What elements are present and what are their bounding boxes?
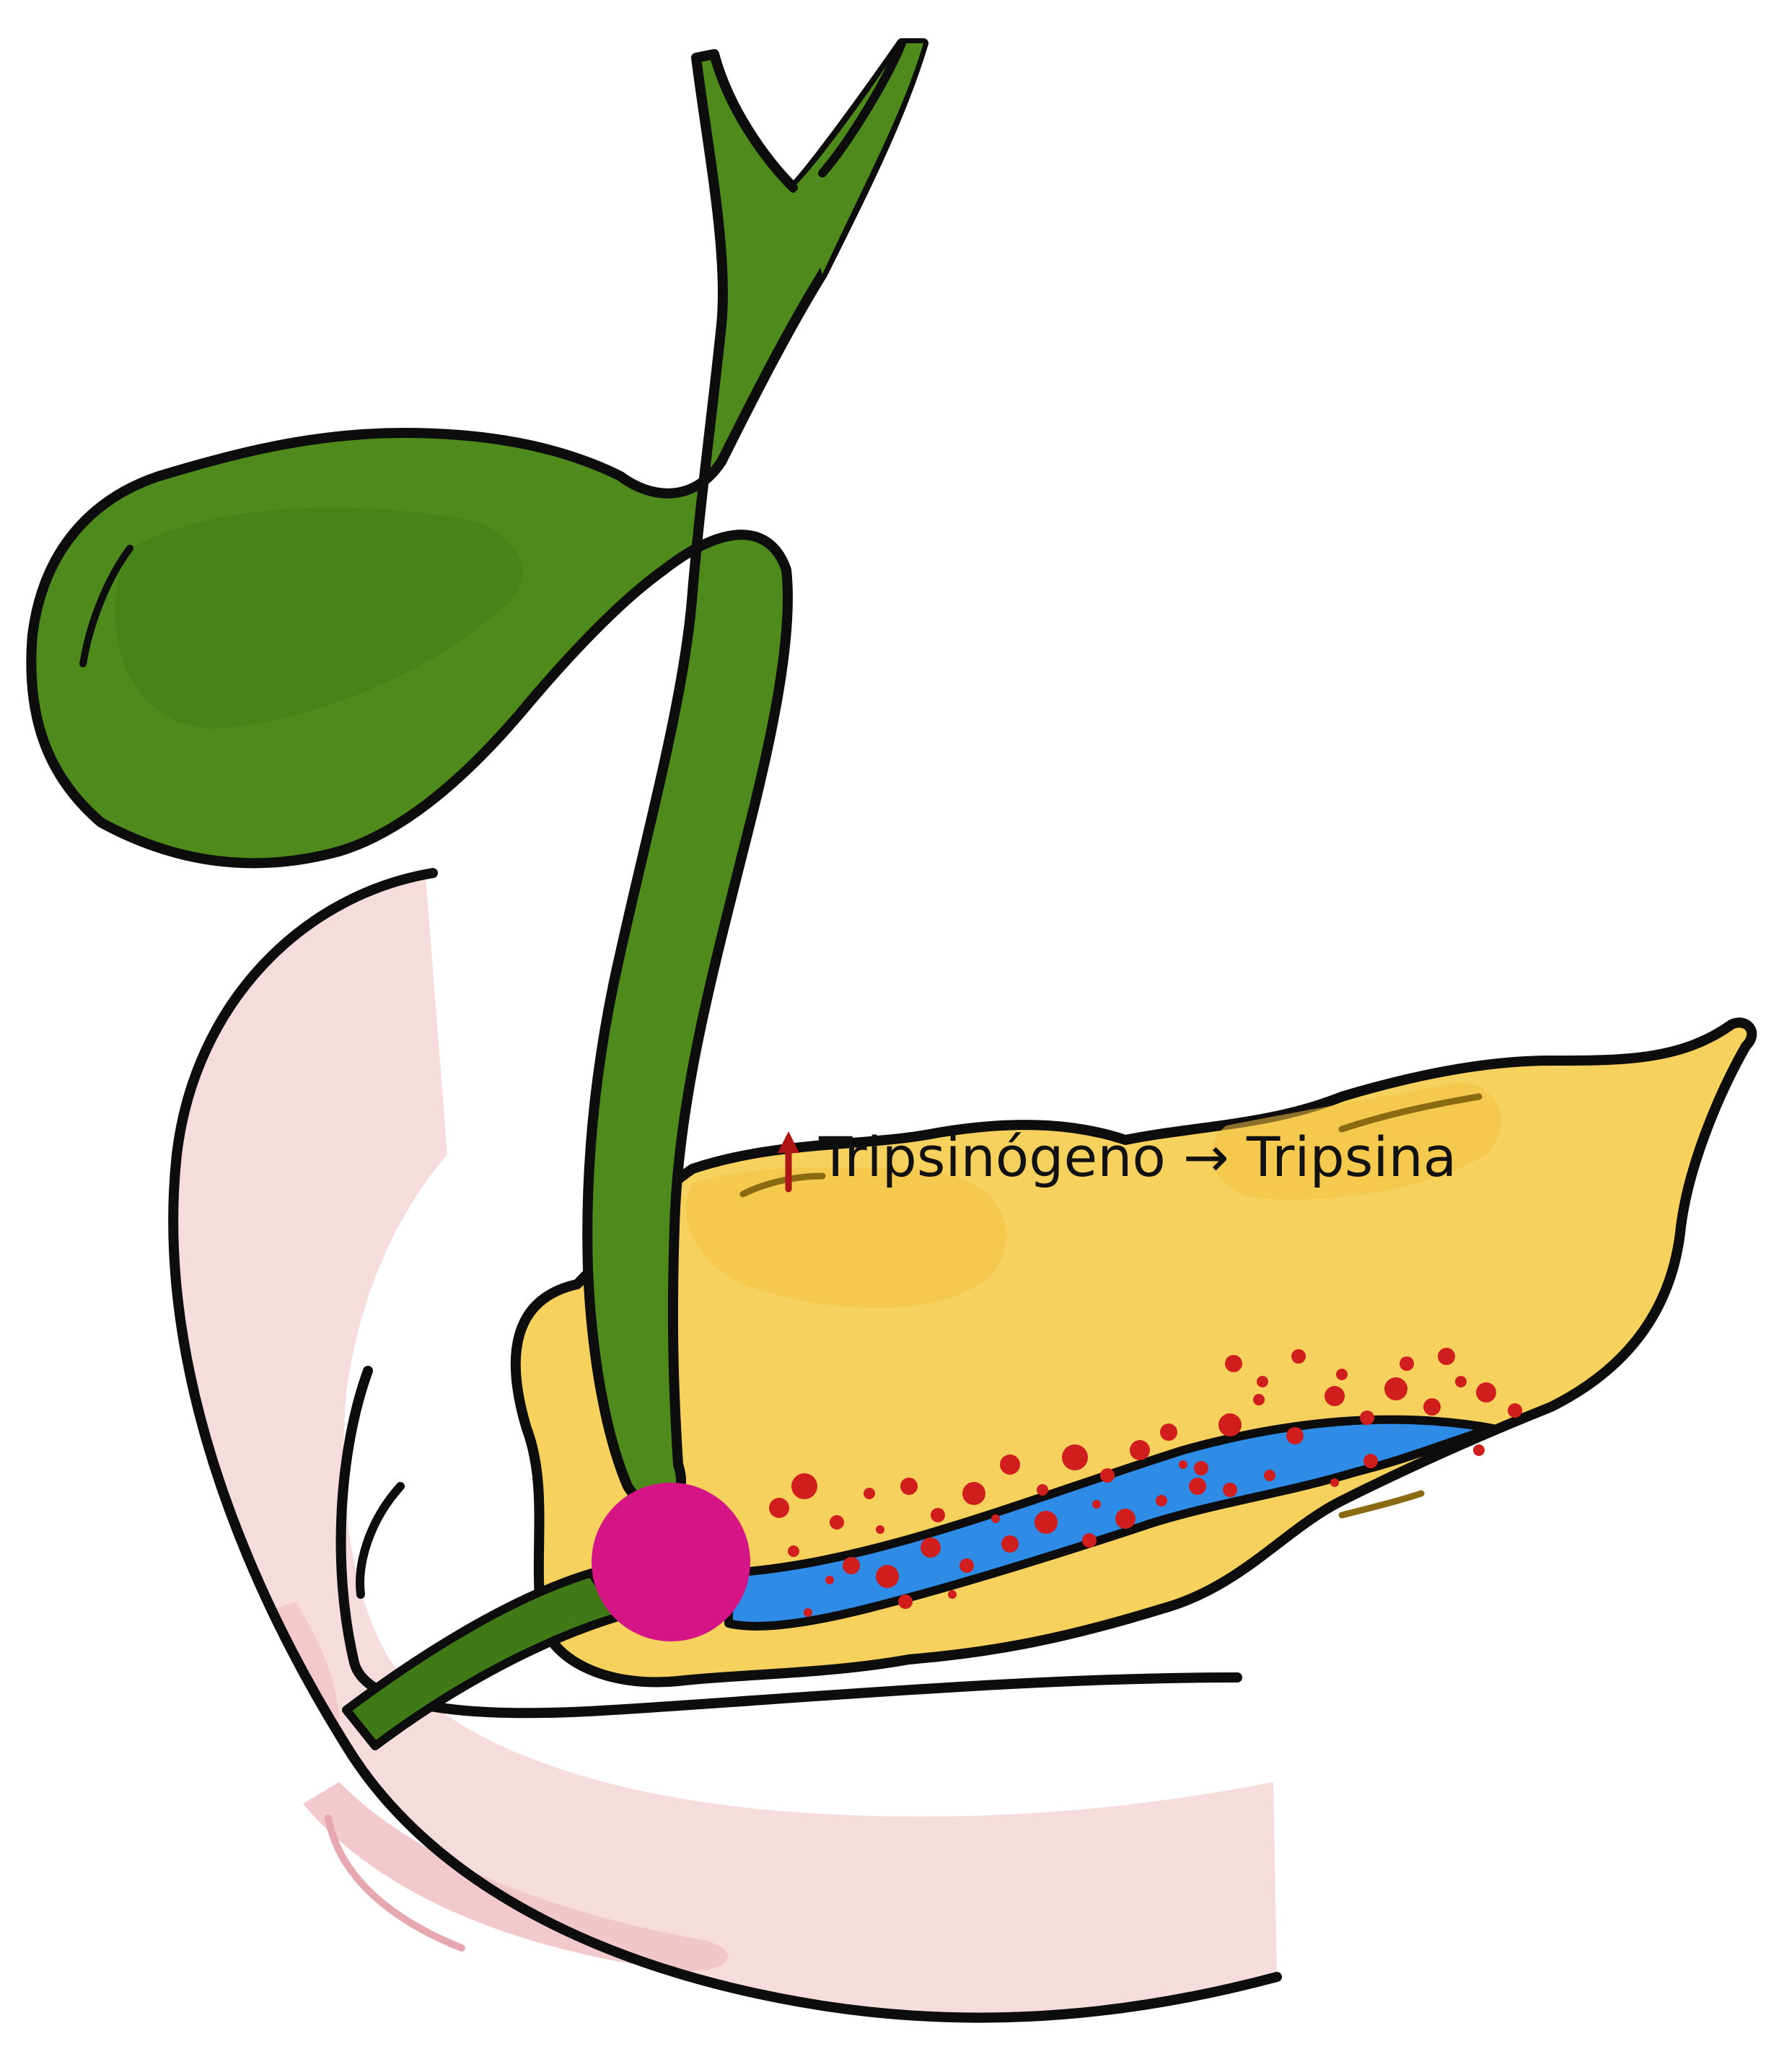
enzyme-dot	[1223, 1483, 1237, 1497]
enzyme-dot	[1001, 1535, 1019, 1553]
enzyme-dot	[1336, 1369, 1348, 1380]
enzyme-dot	[864, 1488, 875, 1499]
enzyme-dot	[1455, 1376, 1467, 1387]
enzyme-dot	[1363, 1454, 1378, 1468]
enzyme-dot	[1000, 1455, 1020, 1475]
enzyme-dot	[1189, 1478, 1206, 1495]
enzyme-dot	[830, 1515, 844, 1530]
enzyme-dot	[962, 1482, 985, 1505]
enzyme-dot	[948, 1590, 957, 1599]
enzyme-dot	[791, 1473, 817, 1499]
enzyme-dot	[959, 1558, 974, 1573]
enzyme-dot	[1291, 1349, 1306, 1364]
enzyme-dot	[1115, 1509, 1136, 1529]
enzyme-dot	[769, 1498, 789, 1518]
trypsinogen-annotation: Tripsinógeno → Tripsina	[778, 1125, 1457, 1189]
annotation-text: Tripsinógeno → Tripsina	[818, 1125, 1457, 1189]
enzyme-dot	[1473, 1444, 1485, 1456]
enzyme-dot	[931, 1508, 945, 1522]
enzyme-dot	[825, 1576, 834, 1584]
enzyme-dot	[1179, 1460, 1187, 1469]
enzyme-dot	[921, 1537, 941, 1558]
enzyme-dot	[1160, 1423, 1177, 1441]
enzyme-dot	[1082, 1533, 1097, 1548]
enzyme-dot	[1384, 1377, 1407, 1400]
enzyme-dot	[804, 1608, 812, 1617]
enzyme-dot	[1035, 1511, 1058, 1534]
enzyme-dot	[1100, 1468, 1115, 1483]
enzyme-dot	[1423, 1398, 1441, 1416]
enzyme-dot	[1360, 1411, 1374, 1425]
enzyme-dot	[1194, 1461, 1208, 1475]
enzyme-dot	[1037, 1484, 1048, 1496]
enzyme-dot	[1508, 1403, 1522, 1418]
enzyme-dot	[788, 1545, 799, 1557]
enzyme-dot	[900, 1478, 918, 1495]
enzyme-dot	[1092, 1500, 1101, 1509]
enzyme-dot	[1218, 1413, 1242, 1436]
enzyme-dot	[1156, 1495, 1167, 1506]
enzyme-dot	[1225, 1355, 1242, 1372]
enzyme-dot	[1476, 1382, 1496, 1403]
enzyme-dot	[1264, 1470, 1275, 1481]
enzyme-dot	[1130, 1440, 1150, 1460]
enzyme-dot	[843, 1557, 860, 1574]
enzyme-dot	[1330, 1478, 1339, 1487]
ampulla-stone	[592, 1483, 750, 1641]
enzyme-dot	[1400, 1356, 1414, 1371]
enzyme-dot	[876, 1565, 899, 1588]
enzyme-dot	[1325, 1386, 1345, 1406]
enzyme-dot	[1257, 1376, 1268, 1387]
enzyme-dot	[1062, 1444, 1088, 1470]
enzyme-dot	[991, 1514, 1000, 1523]
enzyme-dot	[1438, 1348, 1455, 1365]
enzyme-dot	[1253, 1394, 1265, 1405]
enzyme-dot	[1286, 1427, 1304, 1444]
enzyme-dot	[876, 1525, 884, 1534]
enzyme-dot	[898, 1594, 913, 1609]
